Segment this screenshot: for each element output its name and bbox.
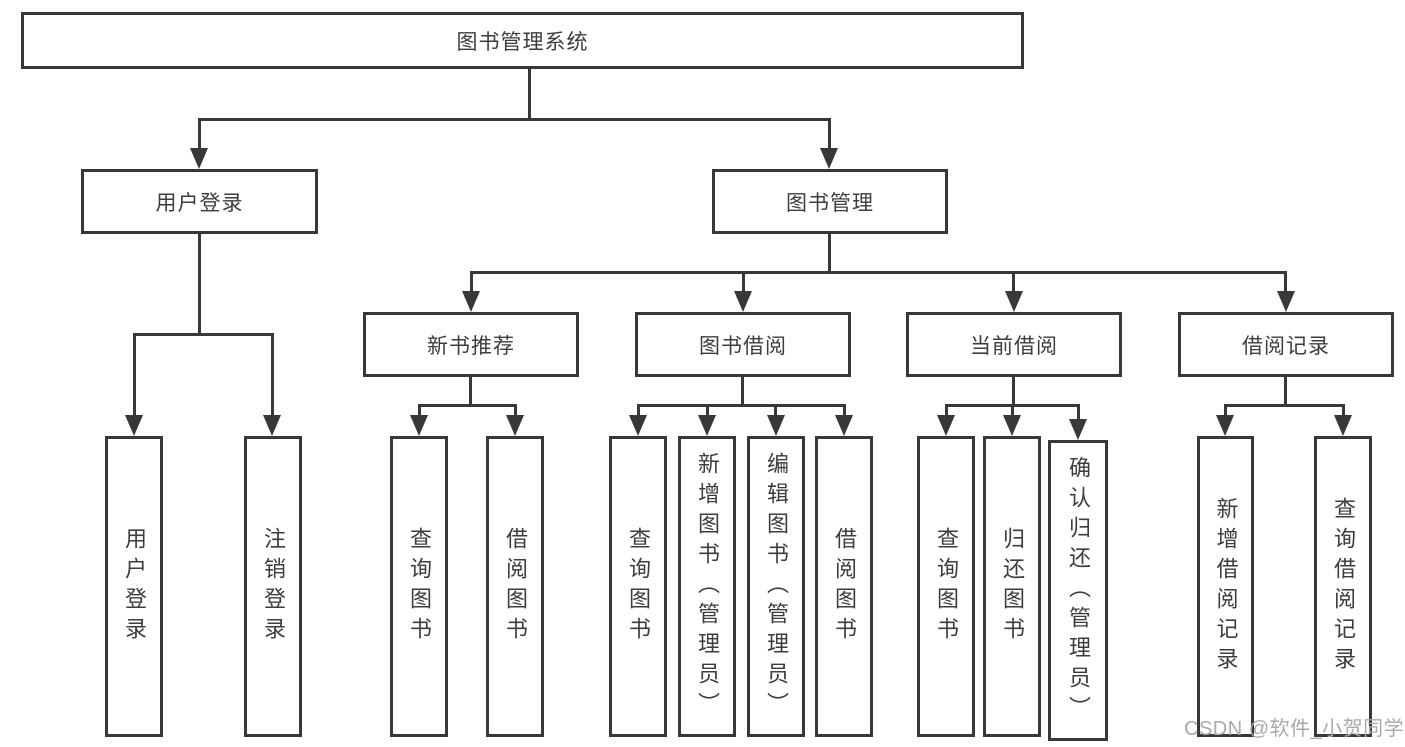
connector-leaf-stem bbox=[706, 404, 709, 416]
arrow-down-leaf bbox=[1069, 419, 1087, 440]
leaf-edit-books-admin: 编辑图书（管理员） bbox=[747, 436, 805, 737]
arrow-down-leaf bbox=[767, 415, 785, 436]
node-book-borrow: 图书借阅 bbox=[635, 312, 851, 377]
leaf-return-books-label: 归还图书 bbox=[1000, 526, 1025, 647]
node-book-management: 图书管理 bbox=[712, 169, 948, 234]
connector-leaf-stem bbox=[418, 404, 421, 416]
leaf-query-books-2-label: 查询图书 bbox=[626, 526, 651, 647]
arrow-down-leaf bbox=[410, 415, 428, 436]
leaf-add-borrow-record-label: 新增借阅记录 bbox=[1213, 496, 1239, 677]
connector-leaf-stem bbox=[774, 404, 777, 416]
node-current-borrow-label: 当前借阅 bbox=[970, 334, 1058, 358]
leaf-confirm-return-admin-label: 确认归还（管理员） bbox=[1066, 455, 1091, 726]
arrow-down-leaf bbox=[1003, 415, 1021, 436]
connector-leaf-stem bbox=[1224, 404, 1227, 416]
leaf-query-borrow-record-label: 查询借阅记录 bbox=[1331, 496, 1356, 677]
connector-new-book-stem bbox=[469, 377, 472, 406]
connector-borrow-record-branch bbox=[1224, 404, 1344, 407]
arrow-down-to-current-borrow bbox=[1005, 291, 1023, 312]
connector-leaf-stem bbox=[1011, 404, 1014, 416]
connector-leaf-stem bbox=[514, 404, 517, 416]
connector-to-new-book-stem bbox=[470, 271, 473, 292]
leaf-query-borrow-record: 查询借阅记录 bbox=[1314, 436, 1372, 737]
node-book-borrow-label: 图书借阅 bbox=[699, 334, 787, 358]
leaf-user-login: 用户登录 bbox=[105, 436, 163, 737]
leaf-logout-label: 注销登录 bbox=[261, 526, 286, 647]
arrow-down-leaf bbox=[937, 415, 955, 436]
connector-current-borrow-stem bbox=[1012, 377, 1015, 406]
leaf-query-books-1: 查询图书 bbox=[390, 436, 448, 737]
leaf-query-books-2: 查询图书 bbox=[609, 436, 667, 737]
connector-book-management-stem bbox=[828, 234, 831, 273]
arrow-down-to-logout-leaf bbox=[263, 415, 281, 436]
connector-to-book-management-stem bbox=[828, 118, 831, 148]
connector-user-login-branch bbox=[133, 333, 274, 336]
leaf-edit-books-admin-label: 编辑图书（管理员） bbox=[764, 451, 789, 722]
connector-to-user-login-stem bbox=[198, 118, 201, 148]
connector-book-management-branch bbox=[470, 271, 1287, 274]
node-current-borrow: 当前借阅 bbox=[906, 312, 1122, 377]
node-new-book-recommend: 新书推荐 bbox=[363, 312, 579, 377]
node-user-login-group: 用户登录 bbox=[81, 169, 318, 234]
arrow-down-leaf bbox=[506, 415, 524, 436]
leaf-add-books-admin: 新增图书（管理员） bbox=[678, 436, 736, 737]
connector-borrow-record-stem bbox=[1284, 377, 1287, 406]
connector-to-borrow-record-stem bbox=[1284, 271, 1287, 292]
arrow-down-to-user-login bbox=[190, 148, 208, 169]
arrow-down-to-book-management bbox=[820, 148, 838, 169]
connector-leaf-stem bbox=[945, 404, 948, 416]
arrow-down-to-book-borrow bbox=[734, 291, 752, 312]
arrow-down-leaf bbox=[698, 415, 716, 436]
connector-new-book-branch bbox=[418, 404, 517, 407]
leaf-user-login-label: 用户登录 bbox=[122, 526, 147, 647]
connector-book-borrow-stem bbox=[741, 377, 744, 406]
connector-to-current-borrow-stem bbox=[1012, 271, 1015, 292]
connector-leaf-stem bbox=[1342, 404, 1345, 416]
connector-leaf-stem bbox=[637, 404, 640, 416]
leaf-borrow-books-2-label: 借阅图书 bbox=[832, 526, 857, 647]
connector-to-book-borrow-stem bbox=[742, 271, 745, 292]
arrow-down-leaf bbox=[1334, 415, 1352, 436]
node-user-login-group-label: 用户登录 bbox=[155, 191, 244, 215]
connector-to-login-leaf-stem bbox=[133, 333, 136, 415]
leaf-borrow-books-2: 借阅图书 bbox=[815, 436, 873, 737]
node-root-system-label: 图书管理系统 bbox=[456, 30, 589, 54]
arrow-down-to-login-leaf bbox=[125, 415, 143, 436]
connector-root-stem bbox=[528, 69, 531, 120]
leaf-confirm-return-admin: 确认归还（管理员） bbox=[1048, 440, 1108, 741]
leaf-return-books: 归还图书 bbox=[983, 436, 1041, 737]
leaf-query-books-3: 查询图书 bbox=[917, 436, 975, 737]
leaf-borrow-books-1-label: 借阅图书 bbox=[503, 526, 528, 647]
leaf-add-borrow-record: 新增借阅记录 bbox=[1197, 436, 1254, 737]
node-borrow-record: 借阅记录 bbox=[1178, 312, 1394, 377]
connector-to-logout-leaf-stem bbox=[271, 333, 274, 415]
arrow-down-leaf bbox=[1216, 415, 1234, 436]
leaf-query-books-1-label: 查询图书 bbox=[407, 526, 432, 647]
connector-user-login-stem bbox=[198, 234, 201, 335]
arrow-down-to-borrow-record bbox=[1277, 291, 1295, 312]
connector-book-borrow-branch bbox=[637, 404, 845, 407]
arrow-down-to-new-book bbox=[462, 291, 480, 312]
node-root-system: 图书管理系统 bbox=[21, 12, 1024, 69]
arrow-down-leaf bbox=[835, 415, 853, 436]
node-book-management-label: 图书管理 bbox=[786, 191, 874, 215]
leaf-logout: 注销登录 bbox=[244, 436, 302, 737]
arrow-down-leaf bbox=[629, 415, 647, 436]
node-new-book-recommend-label: 新书推荐 bbox=[427, 334, 515, 358]
connector-leaf-stem bbox=[843, 404, 846, 416]
watermark: CSDN @软件_小贺同学 bbox=[1184, 718, 1405, 740]
leaf-add-books-admin-label: 新增图书（管理员） bbox=[695, 451, 720, 722]
leaf-query-books-3-label: 查询图书 bbox=[934, 526, 959, 647]
leaf-borrow-books-1: 借阅图书 bbox=[486, 436, 544, 737]
connector-root-branch bbox=[199, 118, 831, 121]
node-borrow-record-label: 借阅记录 bbox=[1242, 334, 1330, 358]
connector-leaf-stem bbox=[1077, 404, 1080, 420]
